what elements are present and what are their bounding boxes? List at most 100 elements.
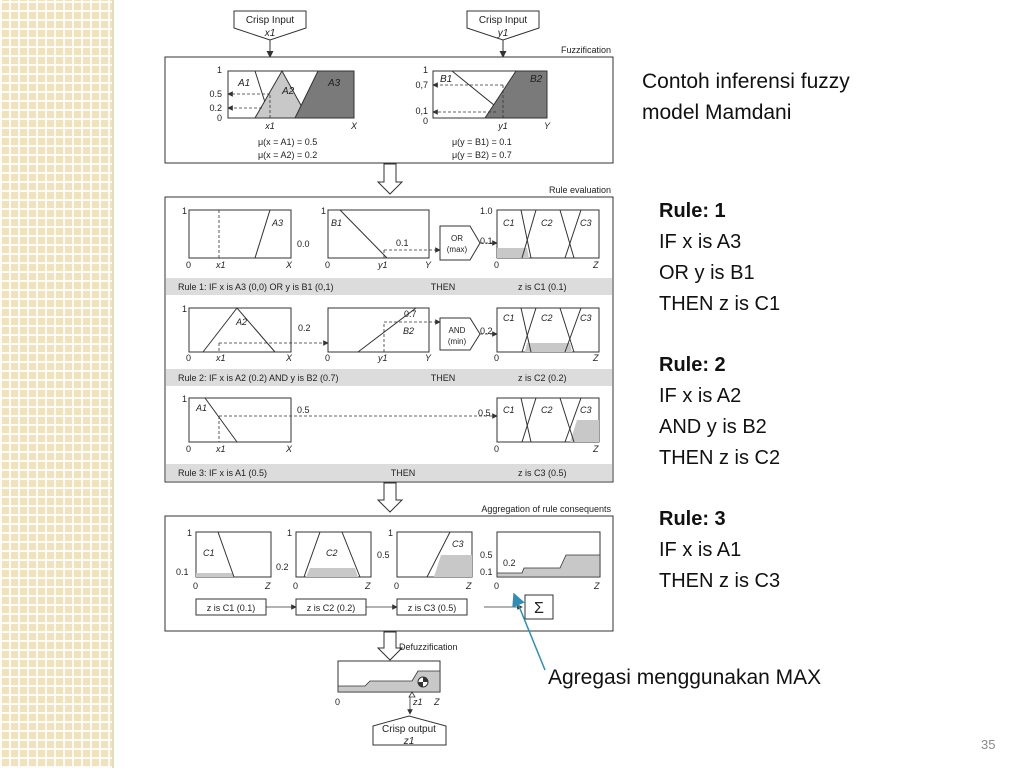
agg-box-c1: C1 1 0.1 0 Z [176, 528, 272, 591]
svg-text:A3: A3 [327, 78, 341, 89]
agg-box-c2: C2 1 0.2 0 Z [276, 528, 372, 591]
svg-text:AND: AND [449, 326, 466, 335]
svg-text:A1: A1 [237, 78, 250, 89]
pattern-edge [112, 0, 114, 768]
svg-text:0.5: 0.5 [297, 405, 310, 415]
svg-text:0: 0 [186, 444, 191, 454]
svg-text:THEN: THEN [391, 468, 416, 478]
aggregation-title: Aggregation of rule consequents [481, 504, 611, 514]
rule2-row: A2 1 0 x1 X 0.2 B2 0 y1 Y 0.7 AND (min) … [182, 304, 600, 363]
aggregation-note: Agregasi menggunakan MAX [548, 666, 822, 689]
svg-text:0.5: 0.5 [478, 408, 491, 418]
svg-text:THEN: THEN [431, 373, 456, 383]
side-pattern [0, 0, 112, 768]
sigma-box [524, 594, 554, 620]
svg-text:X: X [285, 353, 293, 363]
svg-text:0.5: 0.5 [480, 550, 493, 560]
svg-text:C2: C2 [541, 313, 553, 323]
slide-title-line2: model Mamdani [642, 101, 792, 124]
svg-text:Z: Z [433, 697, 440, 707]
svg-text:Z: Z [364, 581, 371, 591]
slide-title-line1: Contoh inferensi fuzzy [642, 70, 850, 93]
svg-text:Y: Y [544, 121, 551, 131]
svg-text:0: 0 [423, 116, 428, 126]
svg-text:μ(x = A1) = 0.5: μ(x = A1) = 0.5 [258, 137, 317, 147]
rule-evaluation-title: Rule evaluation [549, 185, 611, 195]
svg-text:B1: B1 [440, 74, 452, 85]
svg-text:z is C1 (0.1): z is C1 (0.1) [518, 282, 567, 292]
svg-text:Crisp Input: Crisp Input [246, 15, 295, 26]
svg-text:C2: C2 [541, 218, 553, 228]
svg-text:Z: Z [592, 353, 599, 363]
svg-text:X: X [350, 121, 358, 131]
svg-text:Crisp output: Crisp output [382, 724, 436, 735]
svg-text:z is C2 (0.2): z is C2 (0.2) [518, 373, 567, 383]
svg-text:A1: A1 [195, 403, 207, 413]
svg-text:0: 0 [494, 581, 499, 591]
svg-text:OR: OR [451, 234, 463, 243]
svg-text:0: 0 [325, 260, 330, 270]
rule2-caption: Rule 2: IF x is A2 (0.2) AND y is B2 (0.… [178, 373, 339, 383]
svg-text:0: 0 [335, 697, 340, 707]
svg-text:C2: C2 [326, 548, 338, 558]
rule3-line: THEN z is C3 [659, 570, 781, 592]
svg-text:0.5: 0.5 [209, 89, 222, 99]
fuzz-y-chart: B1 B2 1 0,7 0,1 0 y1 Y μ(y = B1) = 0.1 μ… [415, 65, 551, 160]
svg-text:0.1: 0.1 [396, 238, 409, 248]
svg-text:Z: Z [264, 581, 271, 591]
agg-chips: z is C1 (0.1) z is C2 (0.2) z is C3 (0.5… [195, 594, 554, 620]
svg-text:A2: A2 [235, 317, 247, 327]
svg-text:0: 0 [494, 260, 499, 270]
svg-text:0: 0 [186, 353, 191, 363]
svg-text:A2: A2 [281, 86, 295, 97]
aggregation-pointer-arrow [512, 592, 546, 671]
svg-text:C1: C1 [503, 405, 515, 415]
svg-text:x1: x1 [264, 121, 275, 131]
svg-text:(min): (min) [448, 337, 467, 346]
rule2-heading: Rule: 2 [659, 354, 726, 376]
svg-text:(max): (max) [447, 245, 468, 254]
rule1-line: OR y is B1 [659, 262, 755, 284]
rule3-caption: Rule 3: IF x is A1 (0.5) [178, 468, 267, 478]
svg-text:A3: A3 [271, 218, 283, 228]
rule1-caption-band [166, 278, 612, 295]
rule2-line: AND y is B2 [659, 416, 767, 438]
crisp-output: Crisp output z1 [372, 715, 447, 747]
svg-text:0: 0 [494, 353, 499, 363]
rule2-caption-band [166, 369, 612, 386]
rules-list: Rule: 1 IF x is A3 OR y is B1 THEN z is … [659, 196, 919, 597]
svg-text:0: 0 [394, 581, 399, 591]
svg-text:0: 0 [186, 260, 191, 270]
svg-text:z1: z1 [403, 736, 415, 747]
svg-text:0.2: 0.2 [298, 323, 311, 333]
rule3-line: IF x is A1 [659, 539, 742, 561]
svg-text:y1: y1 [497, 121, 508, 131]
rule1-line: IF x is A3 [659, 231, 742, 253]
svg-text:B2: B2 [530, 74, 543, 85]
svg-text:0.1: 0.1 [480, 567, 493, 577]
svg-text:Z: Z [592, 260, 599, 270]
rule2-line: THEN z is C2 [659, 447, 781, 469]
rule1-caption: Rule 1: IF x is A3 (0,0) OR y is B1 (0,1… [178, 282, 334, 292]
flow-arrow-3 [376, 631, 404, 661]
svg-text:X: X [285, 444, 293, 454]
svg-text:1: 1 [182, 394, 187, 404]
svg-text:0.1: 0.1 [480, 236, 493, 246]
svg-text:C1: C1 [503, 313, 515, 323]
fuzz-x-chart: A1 A2 A3 1 0.5 0.2 0 x1 X μ(x = A1) = 0.… [209, 65, 358, 160]
rule3-heading: Rule: 3 [659, 508, 726, 530]
svg-text:0.2: 0.2 [480, 326, 493, 336]
svg-text:1.0: 1.0 [480, 206, 493, 216]
svg-text:μ(x = A2) = 0.2: μ(x = A2) = 0.2 [258, 150, 317, 160]
svg-text:y1: y1 [377, 353, 388, 363]
svg-text:0.1: 0.1 [176, 567, 189, 577]
svg-text:0,7: 0,7 [415, 80, 428, 90]
svg-text:μ(y = B2) = 0.7: μ(y = B2) = 0.7 [452, 150, 512, 160]
svg-text:μ(y = B1) = 0.1: μ(y = B1) = 0.1 [452, 137, 512, 147]
agg-box-result: 0.5 0.2 0.1 0 Z [480, 531, 601, 591]
svg-text:1: 1 [187, 528, 192, 538]
rule3-row: A1 1 0 x1 X 0.5 0.5 C1 C2 C3 0 Z [182, 394, 600, 454]
crisp-input-y: Crisp Input y1 [466, 10, 540, 41]
svg-text:C3: C3 [452, 539, 464, 549]
